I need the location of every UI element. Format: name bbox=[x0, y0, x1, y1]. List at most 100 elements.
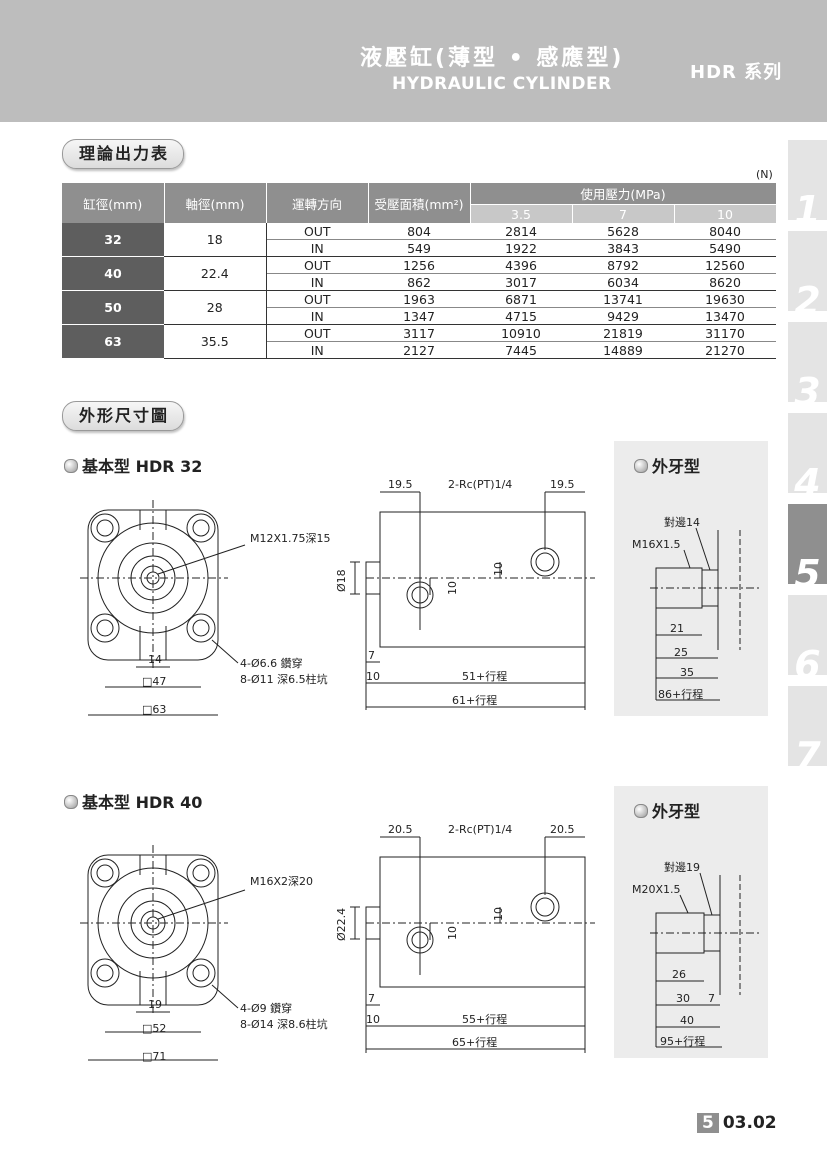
page-number-text: 03.02 bbox=[722, 1113, 777, 1133]
table-row: 50 28 OUT 1963 6871 13741 19630 bbox=[62, 290, 776, 325]
force-cell: 6871 bbox=[470, 290, 572, 308]
bullet-icon bbox=[64, 459, 78, 473]
th-pressure-3: 10 bbox=[674, 204, 777, 223]
drawing-hdr40: M16X2深20 4-Ø9 鑽穿 8-Ø14 深8.6柱坑 19 □52 □71… bbox=[80, 823, 595, 1063]
thread-label: M12X1.75深15 bbox=[250, 532, 331, 545]
header-series: HDR 系列 bbox=[690, 62, 783, 83]
dim-stroke-2: 65+行程 bbox=[452, 1036, 497, 1049]
dim-71: □71 bbox=[142, 1050, 166, 1063]
force-cell: 2814 bbox=[470, 223, 572, 240]
force-cell: 4396 bbox=[470, 256, 572, 274]
port-label: 2-Rc(PT)1/4 bbox=[448, 823, 512, 836]
force-cell: 6034 bbox=[572, 273, 674, 291]
dim-stroke-1: 55+行程 bbox=[462, 1013, 507, 1026]
dim-side-left: 19.5 bbox=[388, 478, 413, 491]
unit-label: (N) bbox=[756, 168, 773, 181]
tab-5[interactable]: 5 bbox=[788, 504, 827, 584]
table-row: IN 1347 4715 9429 13470 bbox=[62, 307, 776, 325]
tab-6[interactable]: 6 bbox=[788, 595, 827, 675]
drawing-hdr32: M12X1.75深15 4-Ø6.6 鑽穿 8-Ø11 深6.5柱坑 14 □4… bbox=[80, 478, 595, 716]
ext-title-text: 外牙型 bbox=[652, 802, 701, 821]
dim-10c: 10 bbox=[366, 1013, 380, 1026]
area-cell: 804 bbox=[368, 223, 470, 240]
ext-panel-hdr40 bbox=[614, 786, 768, 1058]
force-cell: 3843 bbox=[572, 239, 674, 257]
dim-10a: 10 bbox=[446, 581, 459, 595]
header-title-zh: 液壓缸(薄型 • 感應型) bbox=[360, 46, 625, 71]
dim-14: 14 bbox=[148, 653, 162, 666]
force-cell: 8620 bbox=[674, 273, 776, 291]
dir-cell: OUT bbox=[266, 290, 368, 308]
ext-flat: 對邊14 bbox=[664, 515, 700, 529]
dim-52: □52 bbox=[142, 1022, 166, 1035]
dir-cell: IN bbox=[266, 239, 368, 257]
tab-7[interactable]: 7 bbox=[788, 686, 827, 766]
bullet-icon bbox=[634, 459, 648, 473]
force-cell: 14889 bbox=[572, 341, 674, 359]
port-label: 2-Rc(PT)1/4 bbox=[448, 478, 512, 491]
area-cell: 549 bbox=[368, 239, 470, 257]
force-cell: 3017 bbox=[470, 273, 572, 291]
bore-cell: 40 bbox=[62, 256, 164, 291]
bore-cell: 50 bbox=[62, 290, 164, 325]
force-cell: 5628 bbox=[572, 223, 674, 240]
dim-47: □47 bbox=[142, 675, 166, 688]
ext-drawing-hdr32: 對邊14 M16X1.5 21 25 35 86+行程 bbox=[632, 515, 760, 701]
tab-2[interactable]: 2 bbox=[788, 231, 827, 311]
hole-label-2: 8-Ø14 深8.6柱坑 bbox=[240, 1017, 328, 1031]
force-cell: 5490 bbox=[674, 239, 776, 257]
shaft-cell: 35.5 bbox=[164, 324, 267, 359]
force-cell: 8040 bbox=[674, 223, 776, 240]
force-cell: 21270 bbox=[674, 341, 776, 359]
bore-cell: 32 bbox=[62, 223, 164, 257]
bore-cell: 63 bbox=[62, 324, 164, 359]
ext-7: 7 bbox=[708, 992, 715, 1005]
dim-10a: 10 bbox=[446, 926, 459, 940]
table-row: IN 2127 7445 14889 21270 bbox=[62, 341, 776, 359]
tab-1[interactable]: 1 bbox=[788, 140, 827, 220]
section-title-dimensions: 外形尺寸圖 bbox=[62, 401, 185, 431]
dim-63: □63 bbox=[142, 703, 166, 716]
dir-cell: IN bbox=[266, 307, 368, 325]
area-cell: 1963 bbox=[368, 290, 470, 308]
ext-stroke: 95+行程 bbox=[660, 1035, 705, 1048]
force-cell: 4715 bbox=[470, 307, 572, 325]
dim-dia: Ø18 bbox=[335, 569, 348, 592]
ext-panel-hdr32 bbox=[614, 441, 768, 716]
section-title-force: 理論出力表 bbox=[62, 139, 185, 169]
page-header: 液壓缸(薄型 • 感應型) HYDRAULIC CYLINDER HDR 系列 bbox=[0, 0, 827, 122]
tab-4[interactable]: 4 bbox=[788, 413, 827, 493]
force-cell: 10910 bbox=[470, 324, 572, 342]
dim-side-right: 19.5 bbox=[550, 478, 575, 491]
dir-cell: IN bbox=[266, 273, 368, 291]
dim-dia: Ø22.4 bbox=[335, 908, 348, 941]
ext-35: 35 bbox=[680, 666, 694, 679]
force-cell: 13741 bbox=[572, 290, 674, 308]
th-pressure-1: 3.5 bbox=[470, 204, 573, 223]
force-table: 缸徑(mm) 軸徑(mm) 運轉方向 受壓面積(mm²) 使用壓力(MPa) 3… bbox=[62, 183, 777, 359]
ext-26: 26 bbox=[672, 968, 686, 981]
dir-cell: OUT bbox=[266, 256, 368, 274]
tab-3[interactable]: 3 bbox=[788, 322, 827, 402]
table-row: 40 22.4 OUT 1256 4396 8792 12560 bbox=[62, 256, 776, 291]
th-direction: 運轉方向 bbox=[266, 183, 369, 223]
shaft-cell: 22.4 bbox=[164, 256, 267, 291]
force-cell: 7445 bbox=[470, 341, 572, 359]
force-cell: 19630 bbox=[674, 290, 776, 308]
table-row: 32 18 OUT 804 2814 5628 8040 bbox=[62, 223, 776, 257]
ext-40: 40 bbox=[680, 1014, 694, 1027]
ext-title-text: 外牙型 bbox=[652, 457, 701, 476]
ext-title-hdr40: 外牙型 bbox=[634, 798, 700, 822]
model-title-text: 基本型 HDR 40 bbox=[82, 793, 203, 812]
ext-thread: M16X1.5 bbox=[632, 538, 681, 551]
force-cell: 31170 bbox=[674, 324, 776, 342]
ext-25: 25 bbox=[674, 646, 688, 659]
area-cell: 1256 bbox=[368, 256, 470, 274]
th-area: 受壓面積(mm²) bbox=[368, 183, 471, 223]
th-bore: 缸徑(mm) bbox=[62, 183, 165, 223]
hole-label-1: 4-Ø6.6 鑽穿 bbox=[240, 656, 303, 670]
hole-label-2: 8-Ø11 深6.5柱坑 bbox=[240, 672, 328, 686]
th-shaft: 軸徑(mm) bbox=[164, 183, 267, 223]
chapter-number: 5 bbox=[697, 1113, 719, 1133]
